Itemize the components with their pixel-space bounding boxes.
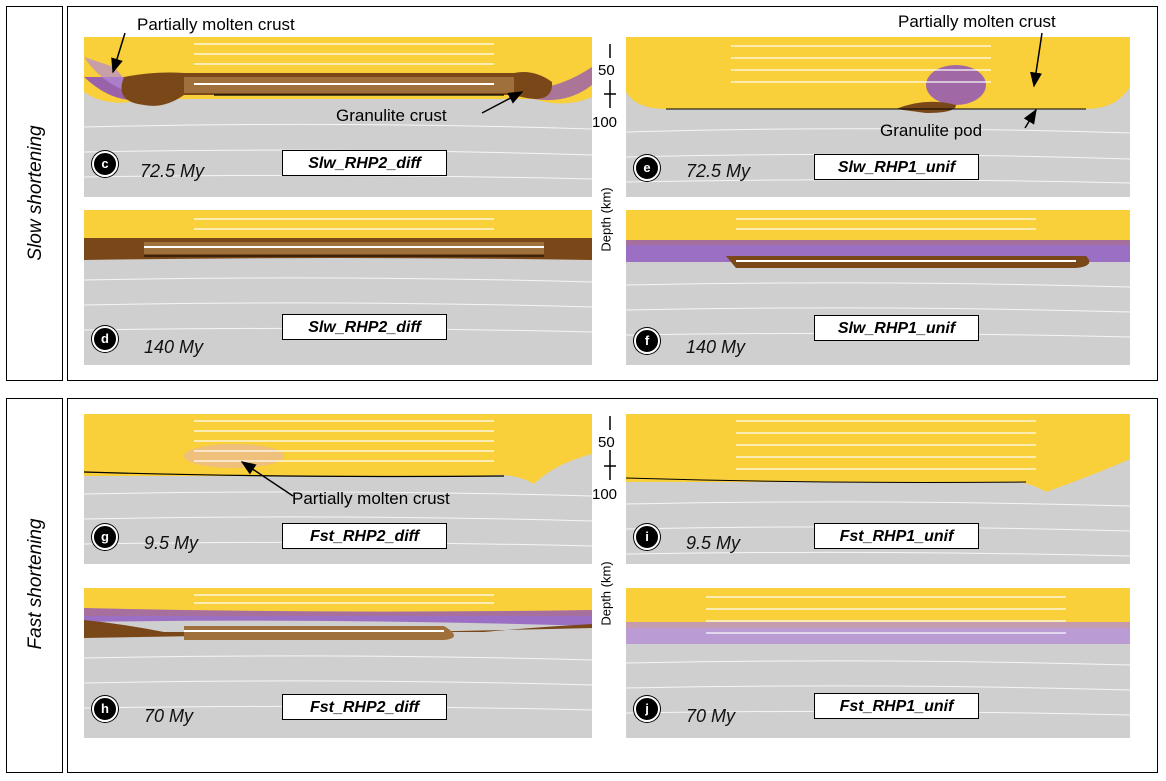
panel-i-model: Fst_RHP1_unif bbox=[814, 523, 979, 549]
panel-j-time: 70 My bbox=[686, 706, 736, 726]
panel-i: i 9.5 My Fst_RHP1_unif bbox=[626, 414, 1130, 564]
annotation-pod-e: Granulite pod bbox=[880, 121, 983, 140]
panel-d-model: Slw_RHP2_diff bbox=[282, 314, 447, 340]
panel-f-badge: f bbox=[634, 328, 660, 354]
depth-tick-50-fast: 50 bbox=[598, 434, 615, 451]
panel-g-badge: g bbox=[92, 524, 118, 550]
section-c bbox=[84, 37, 592, 180]
slow-group-label-box bbox=[6, 6, 63, 381]
panel-j: j 70 My Fst_RHP1_unif bbox=[626, 588, 1130, 738]
panel-e-time: 72.5 My bbox=[686, 161, 751, 181]
panel-g: g 9.5 My Fst_RHP2_diff bbox=[84, 414, 592, 564]
depth-axis-label-slow: Depth (km) bbox=[598, 187, 614, 252]
section-j bbox=[626, 588, 1130, 716]
panel-c-model: Slw_RHP2_diff bbox=[282, 150, 447, 176]
panel-i-badge: i bbox=[634, 524, 660, 550]
panel-e: e 72.5 My Slw_RHP1_unif bbox=[626, 37, 1130, 197]
panel-d-badge: d bbox=[92, 326, 118, 352]
panel-c: c 72.5 My Slw_RHP2_diff bbox=[84, 37, 592, 197]
depth-tick-100-slow: 100 bbox=[592, 114, 618, 131]
annotation-molten-e: Partially molten crust bbox=[898, 12, 1056, 31]
panel-d-time: 140 My bbox=[144, 337, 204, 357]
section-e bbox=[626, 37, 1130, 184]
panel-h-badge: h bbox=[92, 696, 118, 722]
section-d bbox=[84, 210, 592, 333]
depth-axis-label-fast: Depth (km) bbox=[598, 561, 614, 626]
section-i bbox=[626, 414, 1130, 557]
panel-g-model: Fst_RHP2_diff bbox=[282, 523, 447, 549]
panel-c-time: 72.5 My bbox=[140, 161, 205, 181]
panel-j-badge: j bbox=[634, 696, 660, 722]
panel-e-model: Slw_RHP1_unif bbox=[814, 154, 979, 180]
depth-tick-50-slow: 50 bbox=[598, 62, 615, 79]
section-g bbox=[84, 414, 592, 547]
panel-g-time: 9.5 My bbox=[144, 533, 199, 553]
slow-shortening-label: Slow shortening bbox=[25, 125, 46, 261]
panel-f: f 140 My Slw_RHP1_unif bbox=[626, 210, 1130, 365]
annotation-molten-c: Partially molten crust bbox=[137, 15, 295, 34]
section-f bbox=[626, 210, 1130, 338]
panel-e-badge: e bbox=[634, 155, 660, 181]
dots-c bbox=[194, 43, 494, 85]
panel-d: d 140 My Slw_RHP2_diff bbox=[84, 210, 592, 365]
annotation-granulite-c: Granulite crust bbox=[336, 106, 447, 125]
depth-tick-100-fast: 100 bbox=[592, 486, 618, 503]
fast-group-label-box bbox=[6, 398, 63, 773]
section-h bbox=[84, 588, 592, 711]
fast-shortening-label: Fast shortening bbox=[25, 518, 46, 650]
panel-h-model: Fst_RHP2_diff bbox=[282, 694, 447, 720]
panel-h-time: 70 My bbox=[144, 706, 194, 726]
panel-h: h 70 My Fst_RHP2_diff bbox=[84, 588, 592, 738]
panel-f-time: 140 My bbox=[686, 337, 746, 357]
panel-c-badge: c bbox=[92, 151, 118, 177]
panel-i-time: 9.5 My bbox=[686, 533, 741, 553]
panel-j-model: Fst_RHP1_unif bbox=[814, 693, 979, 719]
annotation-molten-g: Partially molten crust bbox=[292, 489, 450, 508]
panel-f-model: Slw_RHP1_unif bbox=[814, 315, 979, 341]
